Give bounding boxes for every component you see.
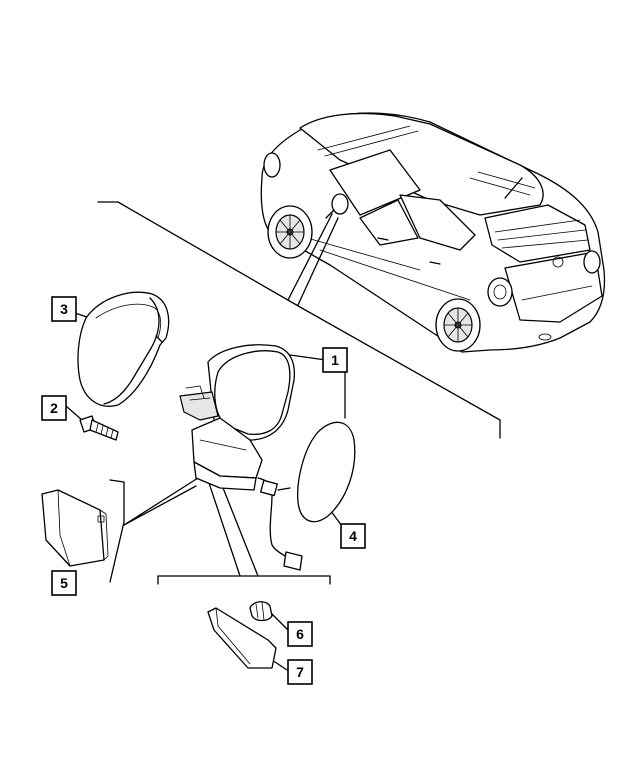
- callout-1: 1: [322, 347, 348, 373]
- callout-4: 4: [340, 523, 366, 549]
- callout-5-label: 5: [60, 575, 68, 591]
- mirror-glass-part: [297, 421, 356, 523]
- screw-part: [79, 415, 119, 441]
- callout-7-label: 7: [296, 664, 304, 680]
- callout-1-label: 1: [331, 352, 339, 368]
- lower-cover-part: [41, 489, 109, 567]
- mirror-assembly-part: [179, 344, 303, 571]
- vehicle-illustration: [260, 112, 606, 353]
- callout-6: 6: [287, 621, 313, 647]
- callout-3: 3: [51, 296, 77, 322]
- bulb-part: [249, 601, 273, 622]
- callout-2-label: 2: [50, 400, 58, 416]
- callout-6-label: 6: [296, 626, 304, 642]
- mirror-cover-part: [77, 291, 170, 407]
- callout-4-label: 4: [349, 528, 357, 544]
- lamp-lens-part: [207, 607, 277, 669]
- callout-2: 2: [41, 395, 67, 421]
- callout-7: 7: [287, 659, 313, 685]
- callout-3-label: 3: [60, 301, 68, 317]
- callout-5: 5: [51, 570, 77, 596]
